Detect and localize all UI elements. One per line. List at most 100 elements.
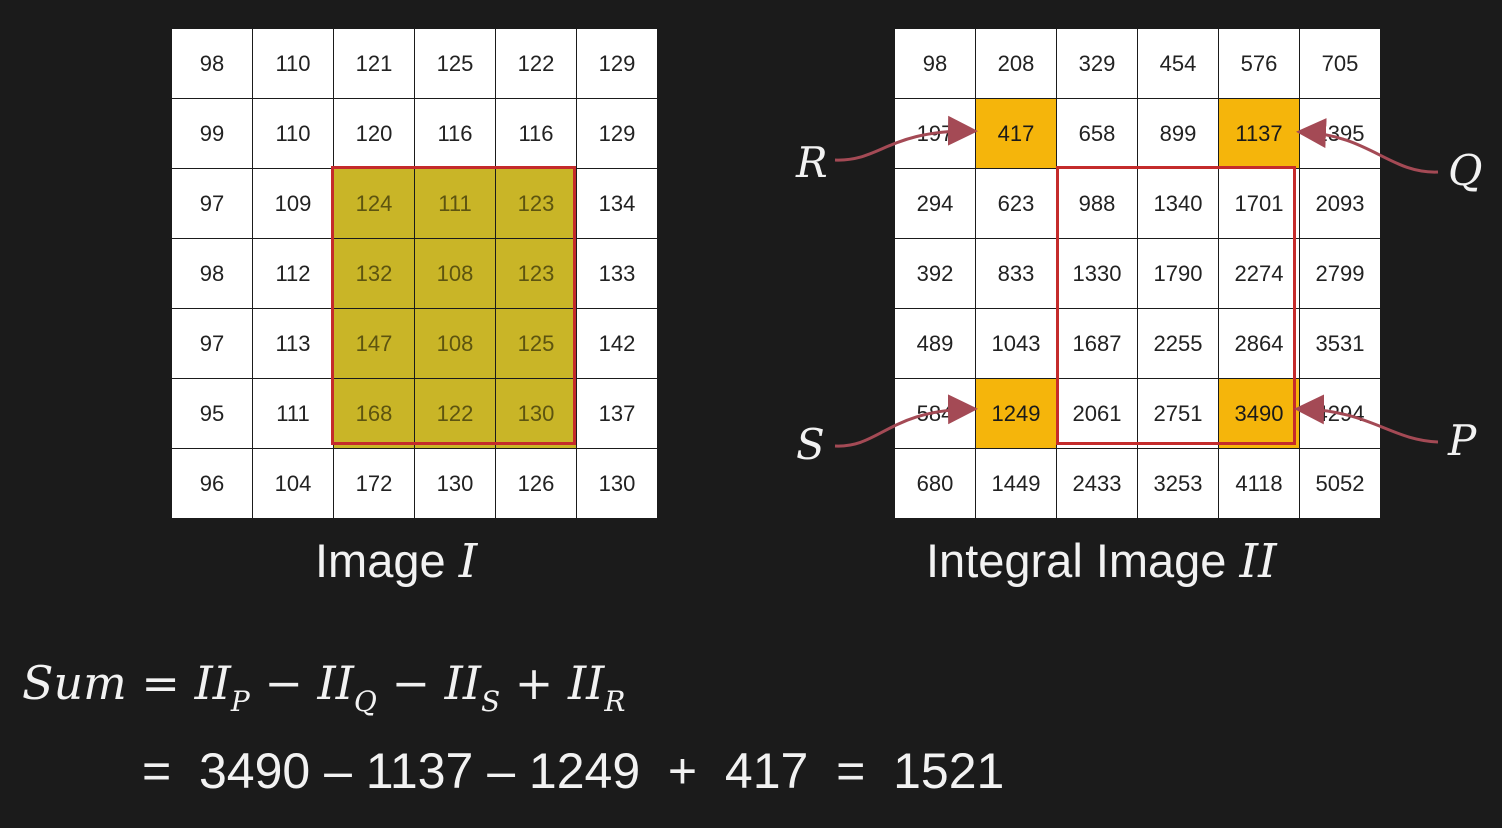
image-cell-r0-c1: 110 [253, 29, 333, 98]
integral-cell-r1-c3: 899 [1138, 99, 1218, 168]
label-r: R [796, 138, 828, 187]
integral-cell-r4-c0: 489 [895, 309, 975, 378]
formula-sub-q: Q [353, 685, 377, 718]
integral-cell-r2-c0: 294 [895, 169, 975, 238]
integral-cell-r1-c4: 1137 [1219, 99, 1299, 168]
integral-cell-r0-c4: 576 [1219, 29, 1299, 98]
image-cell-r6-c1: 104 [253, 449, 333, 518]
image-cell-r0-c0: 98 [172, 29, 252, 98]
integral-cell-r2-c2: 988 [1057, 169, 1137, 238]
image-cell-r2-c5: 134 [577, 169, 657, 238]
formula-sub-p: P [230, 685, 250, 718]
formula-sub-s: S [481, 685, 501, 718]
formula-term-r: II [567, 656, 605, 710]
integral-cell-r6-c5: 5052 [1300, 449, 1380, 518]
integral-cell-r6-c0: 680 [895, 449, 975, 518]
integral-cell-r5-c3: 2751 [1138, 379, 1218, 448]
label-s: S [796, 420, 825, 469]
integral-caption: Integral Image II [926, 533, 1277, 589]
image-cell-r1-c0: 99 [172, 99, 252, 168]
formula-eq: = [126, 656, 195, 710]
formula-sub-r: R [604, 685, 626, 718]
image-cell-r6-c0: 96 [172, 449, 252, 518]
formula-term-p: II [194, 656, 231, 710]
formula-term-s: II [444, 656, 481, 710]
image-cell-r1-c4: 116 [496, 99, 576, 168]
integral-cell-r0-c0: 98 [895, 29, 975, 98]
integral-cell-r4-c4: 2864 [1219, 309, 1299, 378]
arrow-p [1294, 394, 1439, 444]
integral-cell-r3-c3: 1790 [1138, 239, 1218, 308]
arrow-r [834, 115, 978, 162]
integral-cell-r4-c5: 3531 [1300, 309, 1380, 378]
image-cell-r5-c3: 122 [415, 379, 495, 448]
image-cell-r4-c5: 142 [577, 309, 657, 378]
image-cell-r3-c5: 133 [577, 239, 657, 308]
image-cell-r2-c1: 109 [253, 169, 333, 238]
integral-cell-r6-c4: 4118 [1219, 449, 1299, 518]
integral-cell-r3-c5: 2799 [1300, 239, 1380, 308]
image-cell-r3-c0: 98 [172, 239, 252, 308]
integral-caption-text: Integral Image [926, 534, 1240, 587]
image-cell-r0-c3: 125 [415, 29, 495, 98]
integral-cell-r6-c2: 2433 [1057, 449, 1137, 518]
image-cell-r4-c0: 97 [172, 309, 252, 378]
image-cell-r6-c5: 130 [577, 449, 657, 518]
image-cell-r3-c3: 108 [415, 239, 495, 308]
image-cell-r0-c4: 122 [496, 29, 576, 98]
formula-lhs: Sum [22, 656, 127, 710]
formula-term-q: II [317, 656, 354, 710]
image-cell-r5-c5: 137 [577, 379, 657, 448]
image-cell-r2-c4: 123 [496, 169, 576, 238]
image-cell-r6-c4: 126 [496, 449, 576, 518]
integral-cell-r3-c1: 833 [976, 239, 1056, 308]
integral-cell-r3-c0: 392 [895, 239, 975, 308]
integral-cell-r2-c4: 1701 [1219, 169, 1299, 238]
integral-cell-r4-c2: 1687 [1057, 309, 1137, 378]
image-cell-r1-c2: 120 [334, 99, 414, 168]
image-cell-r5-c4: 130 [496, 379, 576, 448]
formula-op3: + [500, 656, 568, 710]
formula-op1: − [249, 656, 318, 710]
integral-cell-r0-c1: 208 [976, 29, 1056, 98]
image-cell-r1-c3: 116 [415, 99, 495, 168]
image-caption-text: Image [315, 534, 459, 587]
arrow-s [834, 394, 978, 448]
integral-cell-r5-c2: 2061 [1057, 379, 1137, 448]
integral-cell-r0-c3: 454 [1138, 29, 1218, 98]
integral-cell-r2-c5: 2093 [1300, 169, 1380, 238]
integral-cell-r6-c3: 3253 [1138, 449, 1218, 518]
image-cell-r3-c1: 112 [253, 239, 333, 308]
arrow-q [1296, 118, 1439, 174]
integral-cell-r5-c1: 1249 [976, 379, 1056, 448]
image-cell-r3-c2: 132 [334, 239, 414, 308]
image-cell-r1-c1: 110 [253, 99, 333, 168]
image-cell-r6-c2: 172 [334, 449, 414, 518]
integral-cell-r4-c3: 2255 [1138, 309, 1218, 378]
integral-cell-r0-c2: 329 [1057, 29, 1137, 98]
image-cell-r2-c0: 97 [172, 169, 252, 238]
integral-cell-r3-c4: 2274 [1219, 239, 1299, 308]
sum-formula: Sum = IIP − IIQ − IIS + IIR [22, 656, 625, 718]
integral-cell-r5-c4: 3490 [1219, 379, 1299, 448]
integral-cell-r4-c1: 1043 [976, 309, 1056, 378]
integral-cell-r3-c2: 1330 [1057, 239, 1137, 308]
image-cell-r5-c1: 111 [253, 379, 333, 448]
image-caption: Image I [315, 533, 477, 589]
sum-calculation: = 3490 – 1137 – 1249 + 417 = 1521 [142, 743, 1005, 799]
image-cell-r4-c4: 125 [496, 309, 576, 378]
image-cell-r6-c3: 130 [415, 449, 495, 518]
image-cell-r0-c2: 121 [334, 29, 414, 98]
label-p: P [1448, 416, 1477, 465]
image-cell-r3-c4: 123 [496, 239, 576, 308]
image-cell-r4-c2: 147 [334, 309, 414, 378]
image-cell-r2-c2: 124 [334, 169, 414, 238]
integral-cell-r6-c1: 1449 [976, 449, 1056, 518]
integral-cell-r1-c1: 417 [976, 99, 1056, 168]
integral-cell-r1-c2: 658 [1057, 99, 1137, 168]
image-caption-symbol: I [458, 534, 478, 589]
image-cell-r1-c5: 129 [577, 99, 657, 168]
